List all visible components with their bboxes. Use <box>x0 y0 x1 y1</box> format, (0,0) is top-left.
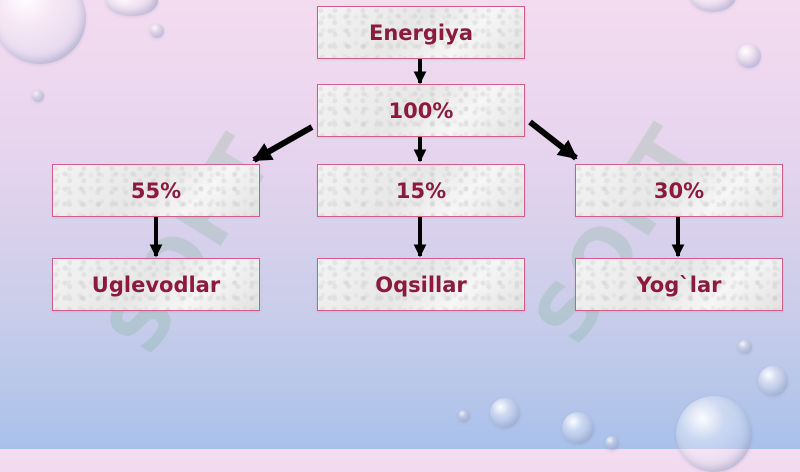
arrow-total-to-uglevodlar <box>252 124 314 163</box>
water-bubble <box>490 398 520 428</box>
node-percent-yoglar: 30% <box>575 164 783 217</box>
node-percent-uglevodlar-label: 55% <box>130 178 182 203</box>
node-uglevodlar: Uglevodlar <box>52 258 260 311</box>
water-bubble <box>758 366 788 396</box>
water-bubble <box>32 90 44 102</box>
node-uglevodlar-label: Uglevodlar <box>91 272 221 297</box>
node-total-percent-label: 100% <box>388 98 454 123</box>
arrow-total-to-yoglar <box>528 119 578 161</box>
water-bubble <box>458 410 470 422</box>
water-bubble <box>106 0 158 16</box>
node-percent-oqsillar: 15% <box>317 164 525 217</box>
water-bubble <box>737 44 761 68</box>
node-yoglar-label: Yog`lar <box>636 272 722 297</box>
node-percent-yoglar-label: 30% <box>653 178 705 203</box>
node-percent-oqsillar-label: 15% <box>395 178 447 203</box>
water-bubble <box>605 436 619 450</box>
node-oqsillar: Oqsillar <box>317 258 525 311</box>
node-energiya: Energiya <box>317 6 525 59</box>
arrow-layer <box>149 59 685 258</box>
node-yoglar: Yog`lar <box>575 258 783 311</box>
water-bubble <box>562 412 594 444</box>
water-bubble <box>150 24 164 38</box>
water-bubble <box>738 340 752 354</box>
node-oqsillar-label: Oqsillar <box>375 272 467 297</box>
water-bubble <box>690 0 736 12</box>
node-energiya-label: Energiya <box>369 20 473 45</box>
node-percent-uglevodlar: 55% <box>52 164 260 217</box>
node-total-percent: 100% <box>317 84 525 137</box>
